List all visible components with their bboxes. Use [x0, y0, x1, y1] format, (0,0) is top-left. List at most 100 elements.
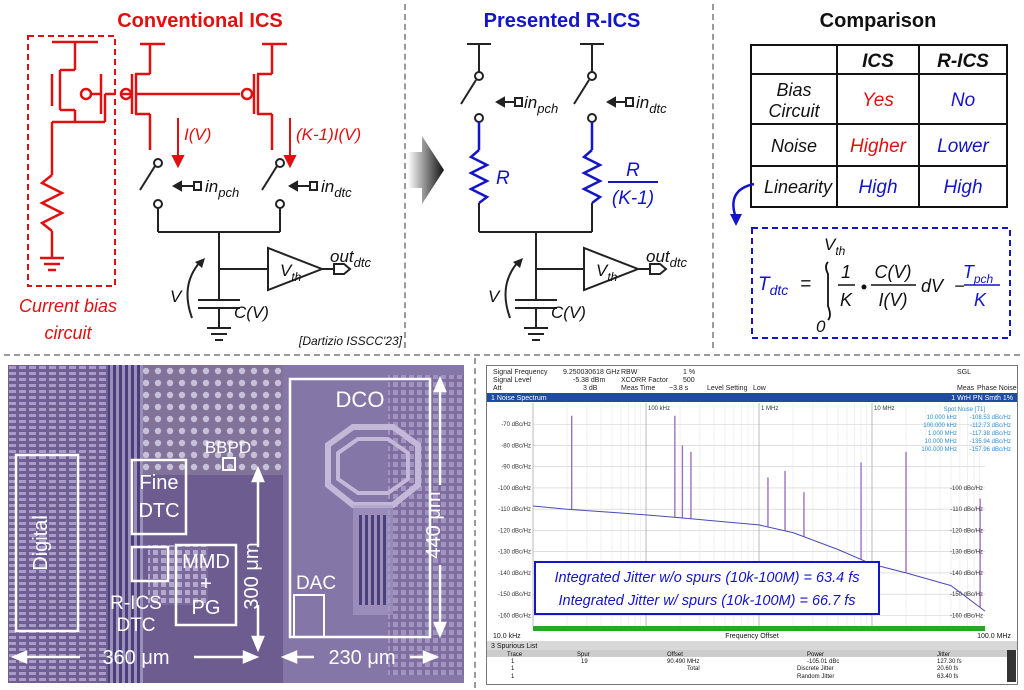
svg-text:Signal Frequency: Signal Frequency [493, 369, 548, 376]
svg-text:10.000 kHz: 10.000 kHz [927, 415, 957, 421]
svg-text:3 dB: 3 dB [583, 385, 598, 392]
mirror-transistors [121, 42, 287, 150]
bias-label-2: circuit [44, 323, 92, 343]
svg-text:1: 1 [511, 666, 515, 672]
dim-300-label: 300 μm [241, 542, 263, 609]
presented-title: Presented R-ICS [484, 10, 641, 32]
dim-440-label: 440 μm [423, 491, 445, 558]
sa-header: Signal Frequency 9.250030618 GHz Signal … [493, 369, 1017, 392]
svg-text:K: K [840, 290, 853, 310]
svg-text:Power: Power [807, 652, 824, 658]
divider-4 [474, 358, 476, 688]
cell-linearity-rics: High [943, 177, 982, 198]
svg-text:Spot Noise [T1]: Spot Noise [T1] [944, 407, 986, 413]
svg-text:PG: PG [192, 597, 221, 619]
svg-text:RBW: RBW [621, 369, 638, 376]
rics-cap-label: C(V) [551, 303, 586, 322]
y-tick-label: -110 dBc/Hz [498, 507, 531, 513]
y-tick-label: -140 dBc/Hz [498, 571, 531, 577]
rics-in-pch-label: inpch [524, 93, 558, 116]
die-photo: DCO BBPD Fine DTC Digital MMD + PG R-ICS… [8, 365, 464, 683]
svg-text:R-ICS: R-ICS [110, 593, 162, 614]
resistors [468, 122, 658, 232]
spur-list-title: 3 Spurious List [491, 643, 537, 650]
y-tick-label-right: -140 dBc/Hz [950, 571, 983, 577]
row-label-bias-1: Bias [776, 80, 811, 100]
y-tick-label: -160 dBc/Hz [498, 613, 531, 619]
y-tick-label: -100 dBc/Hz [498, 486, 531, 492]
svg-text:Level Setting: Level Setting [707, 385, 748, 392]
row-label-noise: Noise [771, 136, 817, 156]
spectrum-analyzer: Signal Frequency 9.250030618 GHz Signal … [486, 365, 1018, 685]
citation: [Dartizio ISSCC'23] [298, 334, 403, 348]
presented-rics-panel: Presented R-ICS [460, 10, 687, 341]
svg-text:Jitter: Jitter [937, 652, 950, 658]
svg-text:Total: Total [687, 666, 700, 672]
jitter-line-1: Integrated Jitter w/o spurs (10k-100M) =… [554, 570, 859, 586]
x-end-label: 100.0 MHz [977, 633, 1011, 640]
svg-text:SGL: SGL [957, 369, 971, 376]
svg-text:-105.01 dBc: -105.01 dBc [807, 659, 839, 665]
svg-text:DCO: DCO [336, 387, 385, 412]
divider-2 [712, 4, 714, 348]
decade-labels: 100 kHz 1 MHz 10 MHz [648, 406, 895, 412]
svg-text:XCORR Factor: XCORR Factor [621, 377, 669, 384]
svg-text:Offset: Offset [667, 652, 683, 658]
svg-text:1: 1 [841, 262, 851, 282]
svg-text:DTC: DTC [116, 615, 155, 636]
svg-text:Spur: Spur [577, 652, 590, 658]
noise-trace [532, 505, 986, 612]
rics-in-dtc-label: indtc [636, 93, 667, 116]
dim-360-label: 360 μm [102, 647, 169, 669]
die-blocks [14, 377, 432, 639]
y-tick-label-right: -120 dBc/Hz [950, 528, 983, 534]
spur-table: Trace Spur Offset Power Jitter 1 19 90.4… [507, 652, 962, 680]
r2-den-label: (K-1) [612, 188, 654, 209]
spot-noise-table: Spot Noise [T1] 10.000 kHz -108.53 dBc/H… [921, 407, 1011, 453]
y-tick-label: -150 dBc/Hz [498, 592, 531, 598]
trace-title: 1 Noise Spectrum [491, 395, 547, 402]
bias-circuit-box [27, 35, 116, 287]
svg-text:Phase Noise: Phase Noise [977, 385, 1017, 392]
cell-linearity-ics: High [858, 177, 897, 198]
svg-text:Random Jitter: Random Jitter [797, 674, 834, 680]
svg-text:MMD: MMD [182, 551, 230, 573]
comparison-title: Comparison [820, 10, 937, 32]
y-tick-label-right: -150 dBc/Hz [950, 592, 983, 598]
svg-text:1: 1 [511, 674, 515, 680]
svg-text:1.000 MHz: 1.000 MHz [928, 431, 957, 437]
cell-bias-ics: Yes [862, 90, 894, 111]
comparison-table [750, 44, 1008, 208]
svg-text:C(V): C(V) [875, 262, 912, 282]
scrollbar[interactable] [1007, 650, 1016, 682]
dim-230-label: 230 μm [328, 647, 395, 669]
svg-text:0: 0 [816, 317, 826, 336]
svg-text:I(V): I(V) [879, 290, 908, 310]
bias-circuit [39, 40, 133, 272]
divider-1 [404, 4, 406, 348]
y-tick-label: -130 dBc/Hz [498, 550, 531, 556]
vth-label: Vth [280, 261, 302, 284]
y-tick-labels-right: -100 dBc/Hz-110 dBc/Hz-120 dBc/Hz-130 dB… [950, 486, 983, 619]
divider-3 [4, 354, 1020, 356]
svg-text:Low: Low [753, 385, 767, 392]
y-tick-label-right: -130 dBc/Hz [950, 550, 983, 556]
svg-text:Meas Time: Meas Time [621, 385, 655, 392]
v-label: V [170, 287, 183, 306]
svg-text:90.490 MHz: 90.490 MHz [667, 659, 699, 665]
conventional-title: Conventional ICS [117, 10, 283, 32]
svg-text:10.000 MHz: 10.000 MHz [925, 439, 957, 445]
svg-text:−: − [954, 276, 965, 296]
formula-box [751, 227, 1011, 339]
spurs [570, 415, 981, 608]
svg-text:Att: Att [493, 385, 502, 392]
rics-vth-label: Vth [596, 261, 618, 284]
svg-text:Tdtc: Tdtc [758, 274, 788, 298]
header-ics: ICS [862, 51, 894, 72]
svg-text:K: K [974, 290, 987, 310]
formula: Tdtc = Vth 0 1 K C(V) I(V) dV − Tpch K [758, 235, 1000, 336]
trace-tag: 1 WrH PN Smth 1% [951, 395, 1013, 402]
current-arrows [171, 118, 297, 169]
die-dimensions [10, 375, 447, 664]
svg-text:Fine: Fine [140, 472, 179, 494]
